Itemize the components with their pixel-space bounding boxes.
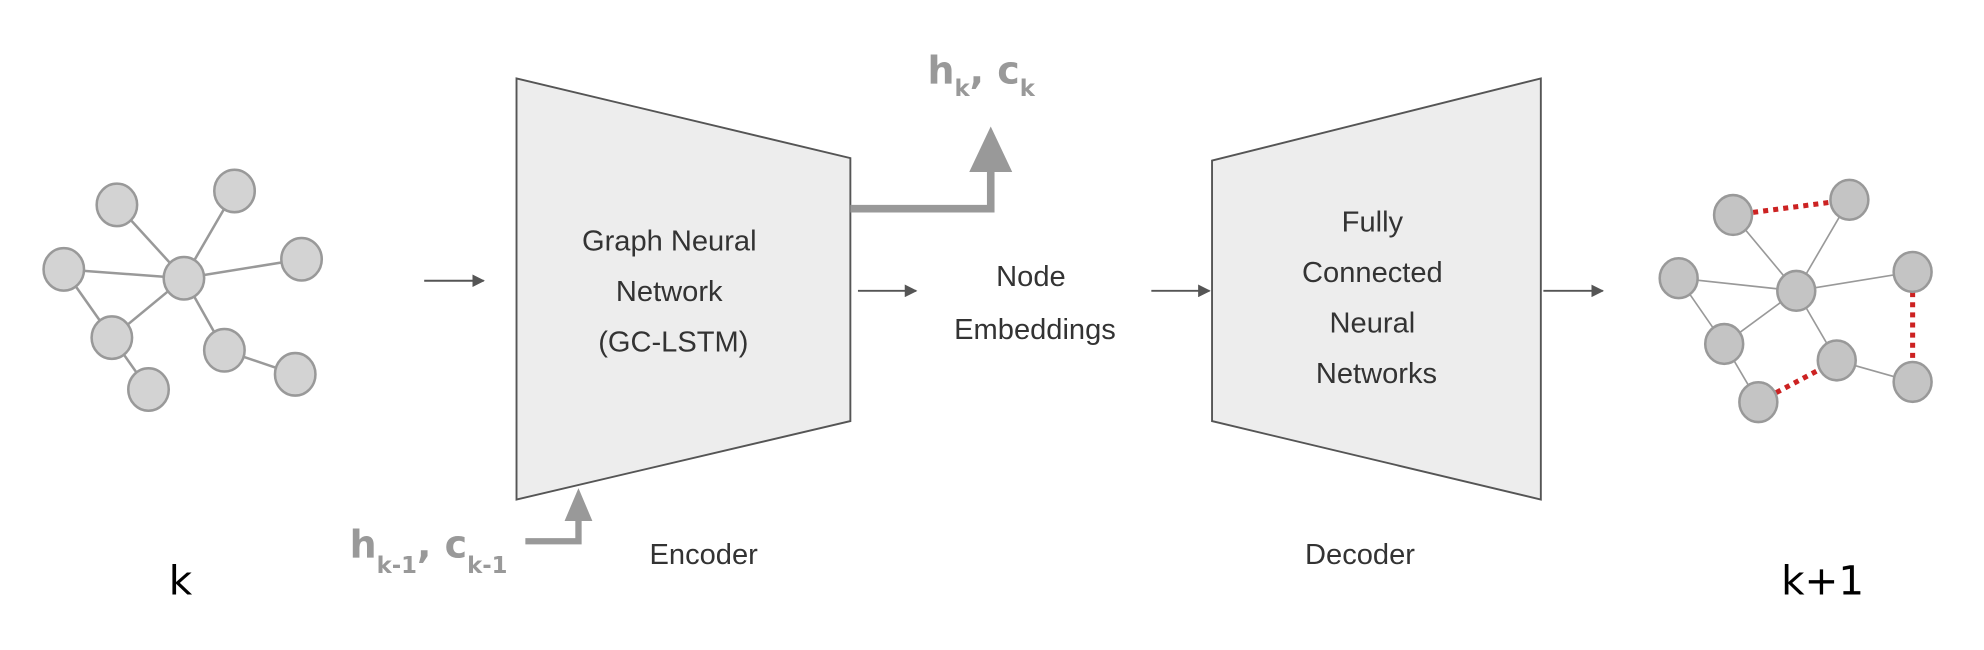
graph-node [1892, 250, 1933, 294]
graph-node [1829, 178, 1870, 221]
encoder-text: Graph Neural Network (GC-LSTM) [582, 225, 765, 358]
graph-node [95, 182, 139, 228]
graph-node [90, 315, 134, 361]
graph-node [1776, 269, 1817, 313]
graph-node [1658, 257, 1699, 300]
graph-node [1892, 360, 1933, 404]
state-in-arrowhead [564, 488, 593, 522]
output-graph-label: k+1 [1781, 556, 1864, 604]
input-graph [42, 168, 324, 413]
embeddings-line-1: Node [996, 261, 1066, 293]
state-in-label: hk-1, ck-1 [350, 523, 508, 579]
graph-node [42, 246, 86, 292]
graph-node [1738, 380, 1779, 424]
decoder-block [1211, 77, 1542, 501]
graph-node [1816, 339, 1857, 382]
decoder-caption: Decoder [1305, 539, 1415, 571]
decoder-line-2: Connected [1302, 257, 1443, 289]
graph-node [1703, 322, 1745, 366]
encoder-block [515, 77, 852, 501]
graph-node [127, 366, 171, 413]
graph-node [162, 255, 206, 301]
graph-node [202, 327, 246, 373]
state-in-arrow [525, 515, 582, 545]
decoder-line-3: Neural [1330, 308, 1416, 340]
graph-node [273, 351, 317, 397]
graph-node [213, 168, 257, 214]
input-graph-label: k [169, 556, 193, 604]
encoder-line-3: (GC-LSTM) [598, 327, 748, 359]
graph-node [1712, 193, 1754, 237]
decoder-line-4: Networks [1316, 358, 1437, 390]
graph-node [280, 236, 324, 282]
state-out-arrow [850, 164, 995, 213]
encoder-caption: Encoder [650, 539, 759, 571]
decoder-line-1: Fully [1342, 206, 1404, 238]
node-embeddings-label: Node Embeddings [954, 261, 1116, 346]
state-out-arrowhead [969, 126, 1013, 172]
encoder-line-1: Graph Neural [582, 225, 757, 257]
state-out-label: hk, ck [928, 48, 1036, 102]
embeddings-line-2: Embeddings [954, 314, 1116, 346]
output-graph [1658, 178, 1933, 424]
encoder-line-2: Network [616, 276, 723, 308]
decoder-text: Fully Connected Neural Networks [1302, 206, 1451, 390]
